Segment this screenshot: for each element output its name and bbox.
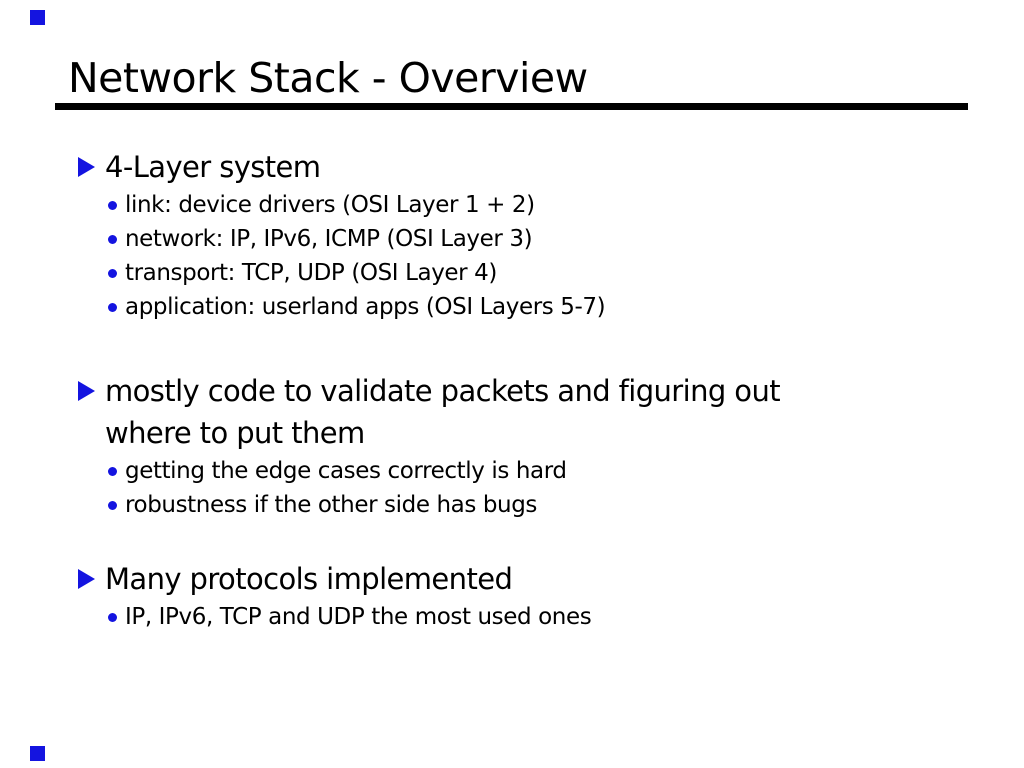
dot-bullet-icon [108, 303, 117, 312]
dot-bullet-icon [108, 269, 117, 278]
sub-bullet-text: network: IP, IPv6, ICMP (OSI Layer 3) [125, 226, 533, 252]
sub-bullet-item: transport: TCP, UDP (OSI Layer 4) [0, 256, 1024, 290]
bullet-heading-line2: where to put them [105, 416, 365, 450]
sub-bullet-text: link: device drivers (OSI Layer 1 + 2) [125, 192, 535, 218]
sub-bullet-text: transport: TCP, UDP (OSI Layer 4) [125, 260, 497, 286]
bullet-block-4-layer-system: 4-Layer system link: device drivers (OSI… [0, 146, 1024, 324]
dot-bullet-icon [108, 201, 117, 210]
sub-bullet-text: application: userland apps (OSI Layers 5… [125, 294, 606, 320]
sub-bullet-item: robustness if the other side has bugs [0, 488, 1024, 522]
sub-bullet-text: robustness if the other side has bugs [125, 492, 538, 518]
slide-corner-marker-bottom [30, 746, 45, 761]
sub-bullet-item: getting the edge cases correctly is hard [0, 454, 1024, 488]
sub-bullet-text: IP, IPv6, TCP and UDP the most used ones [125, 604, 592, 630]
sub-bullet-item: network: IP, IPv6, ICMP (OSI Layer 3) [0, 222, 1024, 256]
slide-content: 4-Layer system link: device drivers (OSI… [0, 146, 1024, 634]
triangle-bullet-icon [78, 381, 95, 401]
slide-corner-marker-top [30, 10, 45, 25]
dot-bullet-icon [108, 501, 117, 510]
slide-title: Network Stack - Overview [68, 54, 588, 102]
triangle-bullet-icon [78, 157, 95, 177]
sub-bullet-text: getting the edge cases correctly is hard [125, 458, 567, 484]
sub-bullet-item: IP, IPv6, TCP and UDP the most used ones [0, 600, 1024, 634]
bullet-block-many-protocols: Many protocols implemented IP, IPv6, TCP… [0, 558, 1024, 634]
title-underline [55, 103, 968, 110]
bullet-heading: 4-Layer system [105, 150, 321, 184]
dot-bullet-icon [108, 467, 117, 476]
sub-bullet-item: link: device drivers (OSI Layer 1 + 2) [0, 188, 1024, 222]
dot-bullet-icon [108, 613, 117, 622]
dot-bullet-icon [108, 235, 117, 244]
sub-bullet-item: application: userland apps (OSI Layers 5… [0, 290, 1024, 324]
triangle-bullet-icon [78, 569, 95, 589]
bullet-heading-line1: mostly code to validate packets and figu… [105, 374, 781, 408]
bullet-heading: Many protocols implemented [105, 562, 513, 596]
bullet-block-validate-packets: mostly code to validate packets and figu… [0, 370, 1024, 522]
